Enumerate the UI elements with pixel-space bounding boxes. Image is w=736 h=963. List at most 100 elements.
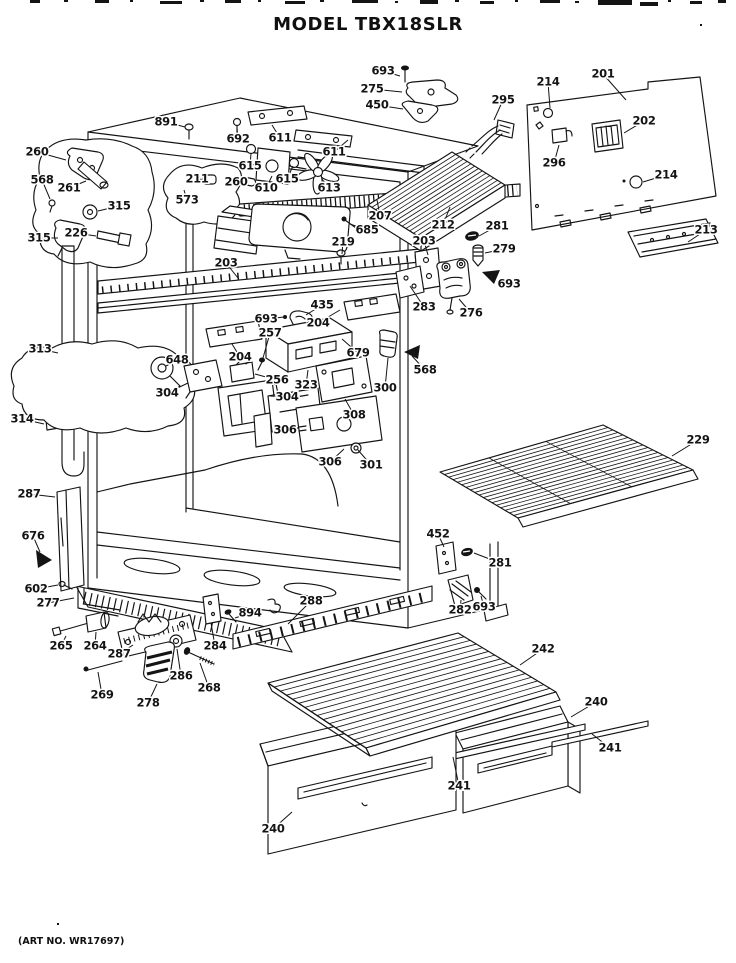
callout-leader [480,595,485,608]
callout-leader [235,180,247,183]
pointer-arrow-676 [36,550,52,568]
callout-leader [671,439,699,457]
screw-693b [474,587,480,593]
part-callout-281: 281 [488,556,511,570]
bracket-204r [343,293,401,321]
callout-leader [553,144,560,164]
scan-artifacts [30,0,726,925]
part-callout-240: 240 [584,695,607,709]
part-callout-204: 204 [228,350,251,364]
callout-leader [21,418,45,425]
shelf-rails [97,247,442,314]
screw-602 [58,580,66,588]
callout-leader [349,223,368,231]
washer [82,204,98,220]
part-callout-304: 304 [155,386,178,400]
callout-leader [249,152,252,167]
hole-214 [542,107,554,119]
callout-leader [493,99,504,121]
left-trim [45,245,121,617]
side-fasteners [436,231,484,315]
callout-leader [498,278,510,285]
bracket-308 [315,355,373,403]
part-callout-268: 268 [197,681,220,695]
hinge-detail-balloon [32,138,155,269]
part-callout-288: 288 [299,594,322,608]
part-callout-261: 261 [57,181,80,195]
callout-leader [452,756,460,787]
part-callout-314: 314 [10,412,33,426]
part-callout-296: 296 [542,156,565,170]
callout-leader [371,88,403,93]
part-callout-286: 286 [169,669,192,683]
callout-leader [269,395,288,398]
liner-corner-detail [162,163,257,225]
part-callout-450: 450 [365,98,388,112]
callout-leader [305,304,323,316]
callout-leader [484,248,505,254]
callout-leader [39,348,59,354]
callout-leader [147,683,158,704]
callout-leader [376,104,404,110]
part-callout-611: 611 [268,131,291,145]
callout-leader [36,151,67,161]
callout-leader [272,811,293,830]
callout-leader [234,612,251,619]
part-callout-279: 279 [492,242,515,256]
part-callout-894: 894 [238,606,261,620]
part-callout-679: 679 [346,346,369,360]
part-callout-265: 265 [49,639,72,653]
support-284 [202,593,222,625]
callout-leader [97,205,120,212]
part-callout-304: 304 [275,390,298,404]
screw-891 [184,123,194,131]
plate-452 [435,541,457,575]
callout-leader [165,121,186,128]
callout-leader [423,240,429,256]
part-callout-287: 287 [17,487,40,501]
callout-leader [199,662,210,689]
callout-leader [28,493,56,498]
side-panel-287 [56,486,85,592]
callout-leader [547,81,551,109]
callout-leader [97,671,103,696]
switch-256 [229,361,255,383]
callout-leader [41,179,51,200]
wire-harness [465,119,515,159]
callout-leader [458,298,472,314]
callout-leader [642,174,667,183]
part-callout-203: 203 [412,234,435,248]
callout-leader [166,382,189,394]
part-callout-573: 573 [175,193,198,207]
callout-leader [284,427,300,431]
callout-leader [75,232,97,237]
part-callout-260: 260 [224,175,247,189]
callout-leader [437,533,445,548]
part-callout-315: 315 [107,199,130,213]
callout-leader [286,165,294,180]
callout-leader [341,338,359,354]
air-duct-housing [213,203,357,265]
bottom-rail-area [202,541,487,650]
part-callout-283: 283 [412,300,435,314]
callout-leader [231,343,241,358]
callout-leader [210,622,216,647]
fan-blade-613 [296,152,340,195]
callout-leader [287,600,312,625]
callout-leader [376,199,381,217]
part-callout-435: 435 [310,298,333,312]
callout-leader [35,584,59,590]
callout-leader [183,189,188,201]
knob-300 [378,329,398,358]
callout-leader [225,262,239,279]
pin-265 [51,626,62,637]
part-callout-685: 685 [355,223,378,237]
part-callout-568: 568 [413,363,436,377]
callout-leader [118,644,134,655]
part-callout-275: 275 [360,82,383,96]
callout-leader [357,449,372,466]
shelf-support [395,265,425,299]
callout-leader [47,597,75,604]
